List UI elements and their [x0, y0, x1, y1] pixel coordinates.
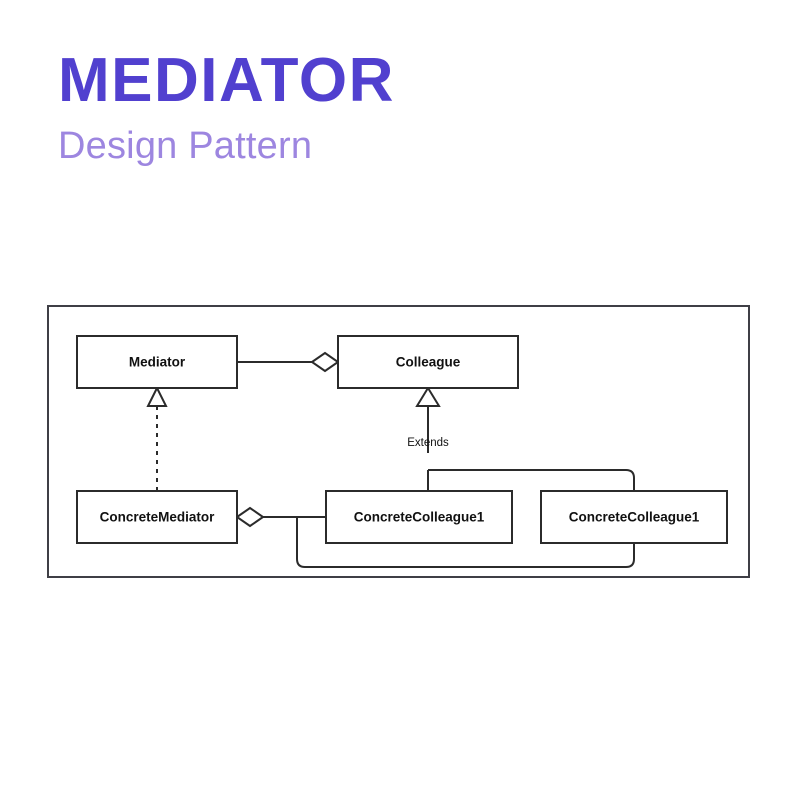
uml-node-concrete-colleague-2[interactable]: ConcreteColleague1 [540, 490, 728, 544]
hollow-triangle-icon [415, 386, 441, 407]
hollow-diamond-icon [235, 506, 265, 528]
class-box[interactable] [337, 335, 519, 389]
edge-concrete-colleague-extends-colleague: Extends [407, 386, 635, 491]
uml-diagram-canvas: Extends Mediator Colleague ConcreteMedia… [76, 335, 728, 568]
uml-node-concrete-colleague-1[interactable]: ConcreteColleague1 [325, 490, 513, 544]
edge-label-extends: Extends [407, 437, 449, 449]
class-name-label: ConcreteColleague1 [569, 510, 700, 525]
class-box[interactable] [76, 335, 238, 389]
class-name-label: Mediator [129, 355, 186, 370]
class-box[interactable] [76, 490, 238, 544]
uml-diagram-frame: Extends Mediator Colleague ConcreteMedia… [47, 305, 750, 578]
aggregation-branch-to-colleague2 [296, 517, 635, 568]
edge-concrete-mediator-colleagues-aggregation [235, 506, 635, 568]
edge-concrete-mediator-realizes-mediator [146, 385, 168, 491]
uml-node-colleague[interactable]: Colleague [337, 335, 519, 389]
hollow-diamond-icon [310, 351, 340, 373]
extends-branch-right [428, 469, 635, 491]
class-box[interactable] [325, 490, 513, 544]
uml-node-concrete-mediator[interactable]: ConcreteMediator [76, 490, 238, 544]
class-name-label: Colleague [396, 355, 461, 370]
class-name-label: ConcreteColleague1 [354, 510, 485, 525]
page-subtitle: Design Pattern [58, 125, 313, 168]
class-name-label: ConcreteMediator [100, 510, 216, 525]
header-block: MEDIATOR Design Pattern [58, 48, 758, 169]
uml-node-mediator[interactable]: Mediator [76, 335, 238, 389]
page-title: MEDIATOR [58, 46, 395, 115]
hollow-triangle-icon [146, 385, 168, 407]
edge-mediator-colleague-aggregation [237, 351, 340, 373]
class-box[interactable] [540, 490, 728, 544]
